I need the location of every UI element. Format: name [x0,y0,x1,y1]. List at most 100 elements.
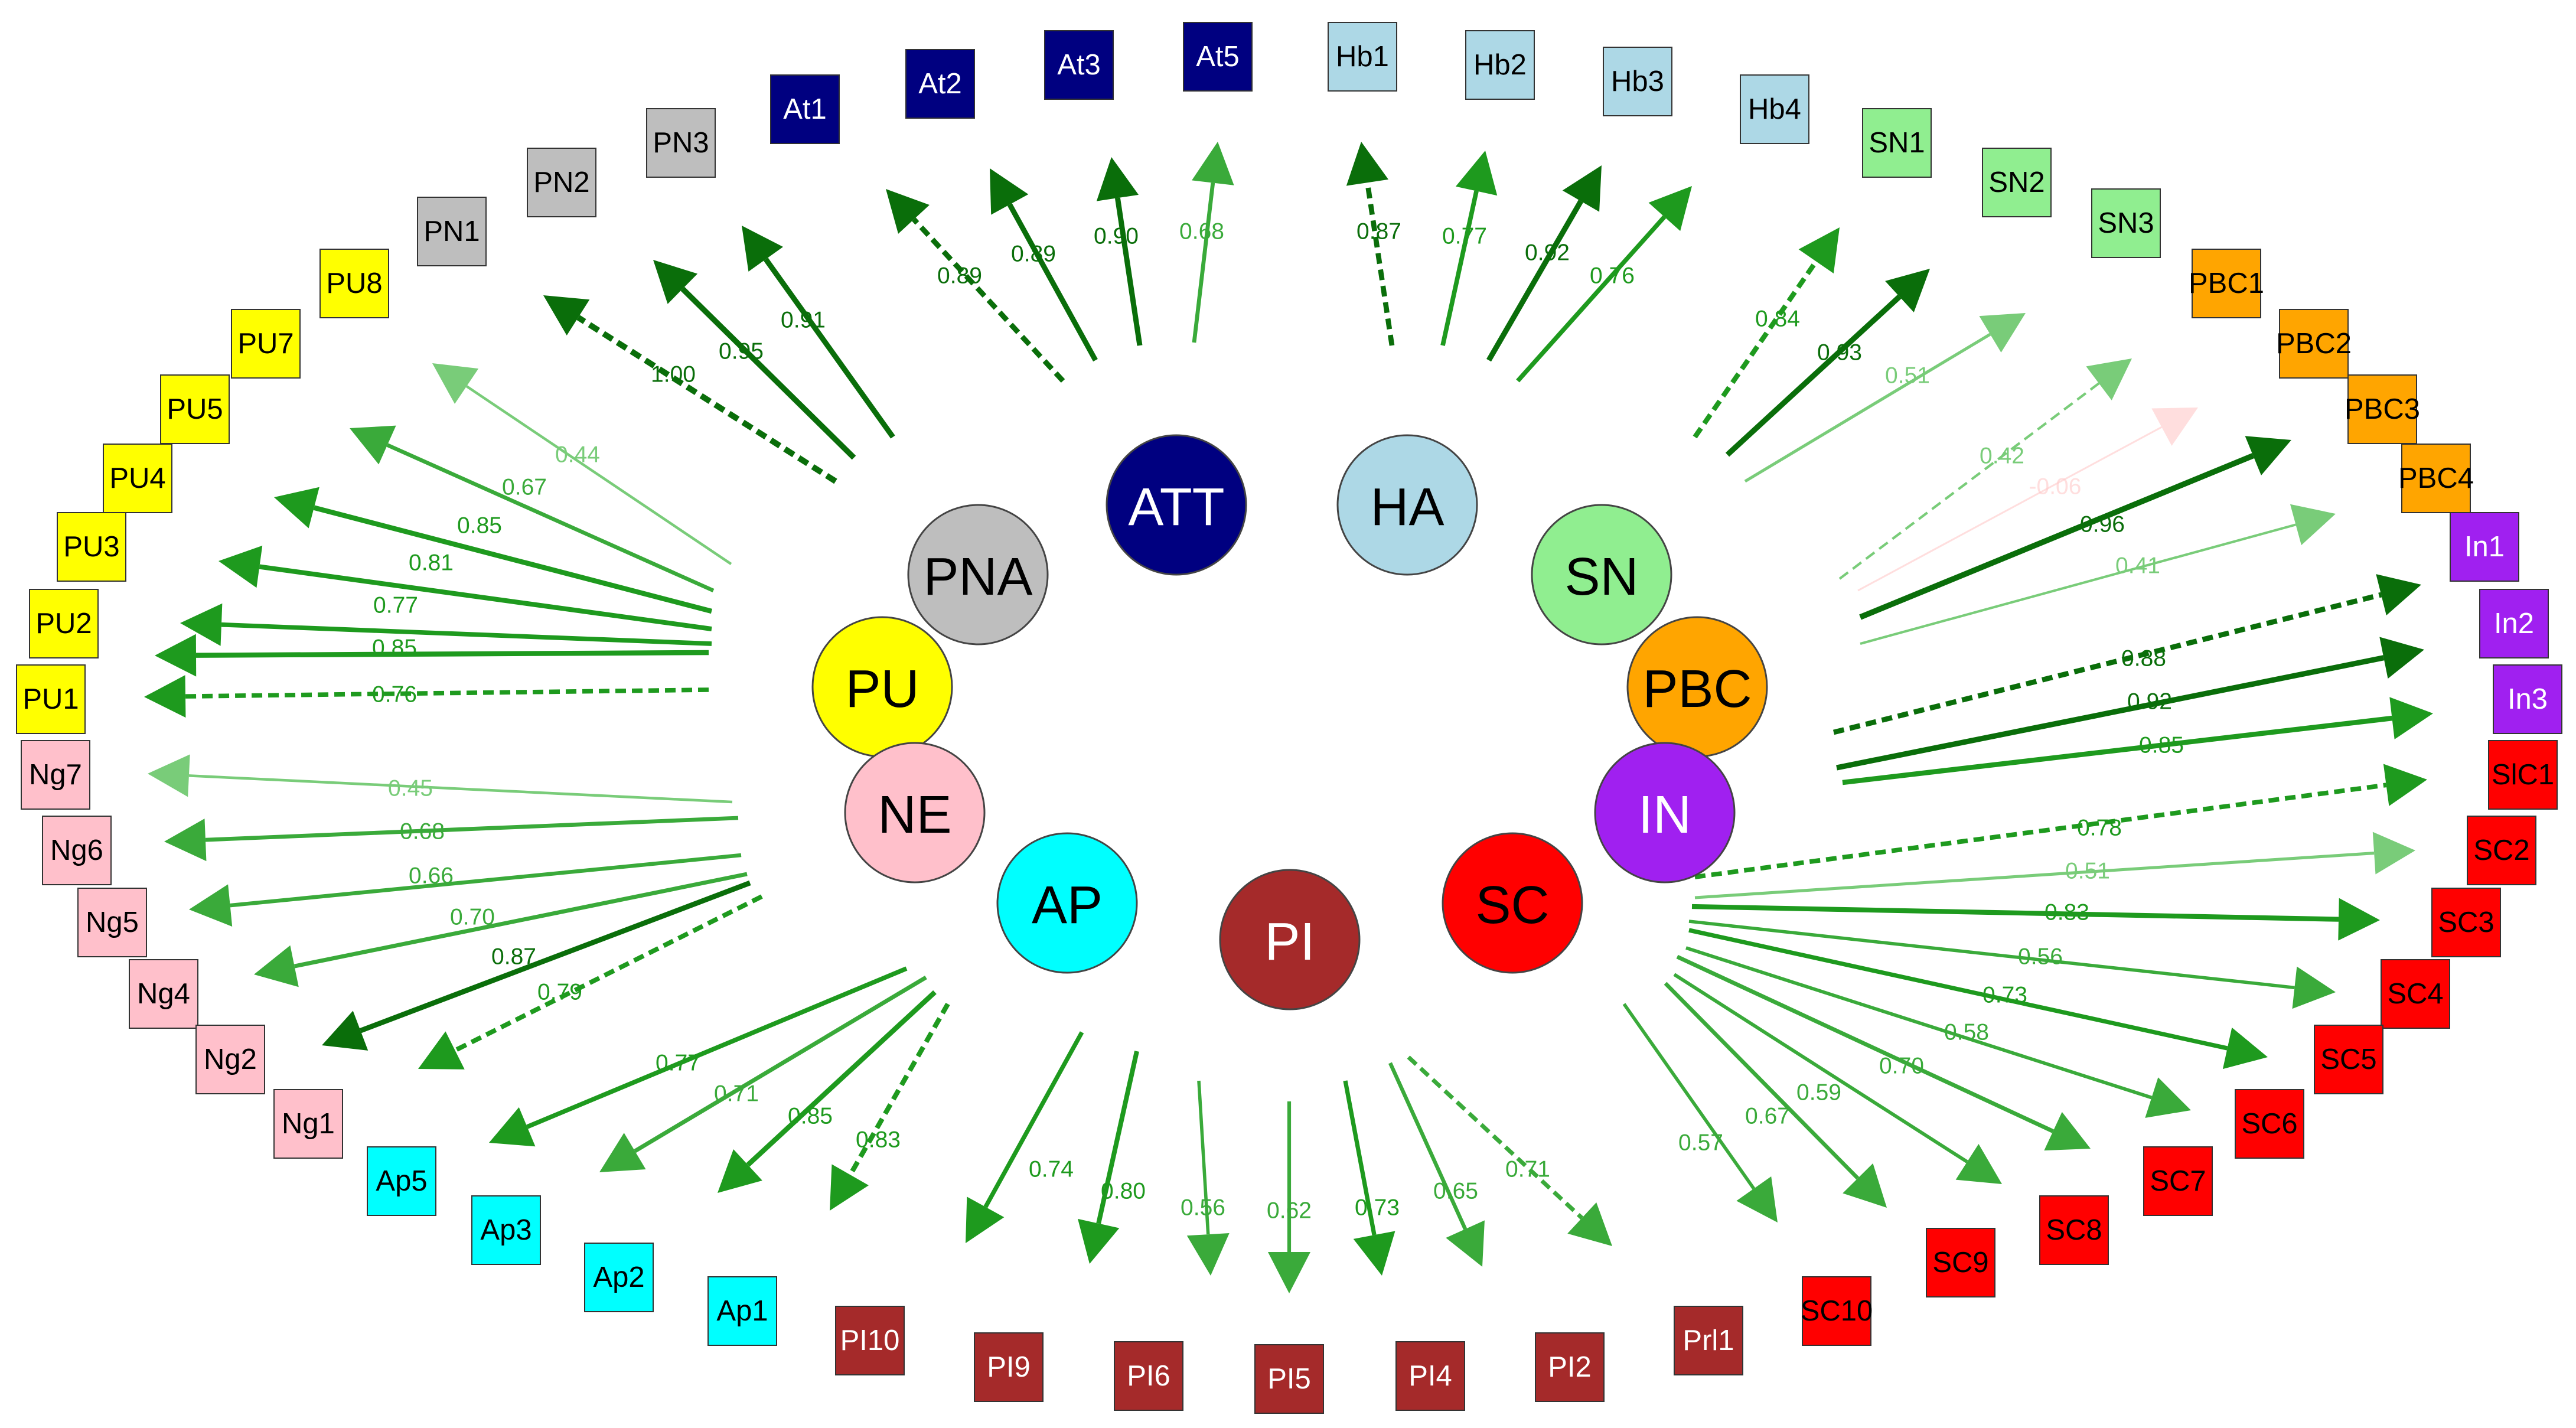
loading-label-sc10: 0.57 [1678,1130,1723,1156]
loading-label-pu4: 0.81 [409,550,454,576]
indicator-pbc1: PBC1 [2189,249,2264,318]
loading-label-pbc3: 0.96 [2080,512,2125,537]
indicator-sc3: SC3 [2431,888,2501,957]
factor-label: PBC [1642,660,1752,719]
loading-label-pi2: 0.65 [1433,1179,1478,1204]
indicator-label: SC10 [1801,1295,1873,1327]
indicator-label: SC9 [1932,1247,1988,1279]
factor-label: PI [1264,912,1315,971]
indicator-hb3: Hb3 [1603,47,1672,116]
factor-label: IN [1638,785,1691,845]
arrowhead-ng1 [418,1031,465,1070]
factor-pbc: PBC [1626,616,1768,758]
arrowhead-sn3 [1979,313,2026,353]
loading-line-at5 [1192,182,1215,343]
loading-label-in1: 0.88 [2121,646,2166,671]
loading-line-hb2 [1440,190,1479,346]
loading-label-ng5: 0.66 [409,863,454,889]
loading-line-pu7 [386,443,715,593]
loading-line-sc5 [1688,928,2228,1051]
indicator-label: PU5 [167,393,223,425]
indicator-ng7: Ng7 [21,740,90,810]
arrowhead-pu1 [144,675,186,718]
indicator-in1: In1 [2450,512,2519,582]
arrowhead-ng7 [148,754,190,797]
arrowhead-at1 [886,189,930,234]
loading-label-sc3: 0.83 [2045,900,2089,925]
factor-label: ATT [1128,478,1224,537]
indicator-label: Ng2 [204,1044,257,1075]
loading-line-sc6 [1685,946,2153,1100]
indicator-pn3: PN3 [646,108,716,178]
arrowhead-hb4 [1648,186,1692,232]
arrowhead-sc10 [1736,1176,1778,1222]
indicator-label: In3 [2507,683,2548,715]
indicator-label: SlC1 [2492,759,2554,791]
loading-label-slc1: 0.78 [2077,816,2122,841]
arrowhead-pn3 [742,226,784,272]
loading-line-sc9 [1664,982,1860,1180]
loading-label-prl1: 0.71 [1505,1157,1550,1182]
arrowhead-ap5 [489,1107,536,1147]
loading-label-pn1: 1.00 [651,362,696,387]
indicator-label: SN3 [2098,207,2154,239]
indicator-pi5: PI5 [1254,1344,1324,1414]
indicator-label: In2 [2494,608,2534,640]
loading-label-pi4: 0.73 [1355,1195,1400,1221]
indicator-sn1: SN1 [1862,108,1932,178]
loading-label-at3: 0.90 [1094,224,1139,249]
indicator-sc2: SC2 [2467,816,2536,885]
loading-label-ap3: 0.71 [714,1081,759,1107]
indicator-label: Hb4 [1748,93,1801,125]
loading-label-at5: 0.68 [1179,219,1224,244]
loading-line-in3 [1842,715,2392,785]
indicator-hb1: Hb1 [1328,22,1397,92]
arrowhead-ap3 [599,1133,646,1172]
arrowhead-pbc2 [2151,407,2198,446]
loading-label-pu3: 0.77 [373,593,418,618]
arrowhead-at3 [1096,157,1139,201]
indicator-ng6: Ng6 [42,816,112,885]
arrowhead-prl1 [1567,1202,1612,1246]
indicator-label: PN2 [533,167,589,198]
loading-line-pi4 [1343,1080,1377,1235]
factor-ap: AP [996,832,1138,974]
loading-line-pi2 [1388,1062,1468,1230]
indicator-in3: In3 [2493,664,2562,734]
indicator-label: PU2 [35,608,92,640]
arrowhead-ng2 [322,1010,369,1051]
indicator-pbc4: PBC4 [2398,444,2474,513]
indicator-label: PBC1 [2189,268,2264,299]
indicator-label: SN2 [1988,167,2045,198]
factor-pna: PNA [907,504,1049,645]
loading-line-at3 [1114,197,1143,346]
arrowhead-sc6 [2145,1077,2191,1118]
loading-label-at2: 0.89 [1011,242,1056,267]
indicator-sn2: SN2 [1982,148,2052,217]
loading-line-ap3 [634,975,927,1153]
indicator-ap3: Ap3 [471,1195,541,1265]
loading-line-hb4 [1516,215,1667,383]
loading-line-pu1 [185,687,709,699]
indicator-ng1: Ng1 [273,1089,343,1159]
arrowhead-pu3 [180,603,223,646]
indicator-pn2: PN2 [527,148,596,217]
loading-label-hb1: 0.87 [1357,219,1401,244]
arrowhead-pu2 [155,634,197,677]
loading-line-hb3 [1486,200,1583,362]
loading-line-pi10 [983,1031,1084,1208]
indicator-sc5: SC5 [2314,1025,2383,1094]
loading-line-in2 [1836,655,2385,771]
indicator-label: Ap2 [593,1261,644,1293]
loading-line-in1 [1832,592,2382,735]
indicator-pu3: PU3 [57,512,126,582]
indicator-label: PBC4 [2398,462,2474,494]
indicator-label: Ng7 [29,759,82,791]
indicator-label: PI5 [1267,1363,1311,1395]
factor-ne: NE [844,742,986,883]
indicator-label: Hb3 [1611,66,1664,97]
loading-label-pbc1: 0.42 [1980,444,2024,469]
arrowhead-sc3 [2338,898,2380,941]
